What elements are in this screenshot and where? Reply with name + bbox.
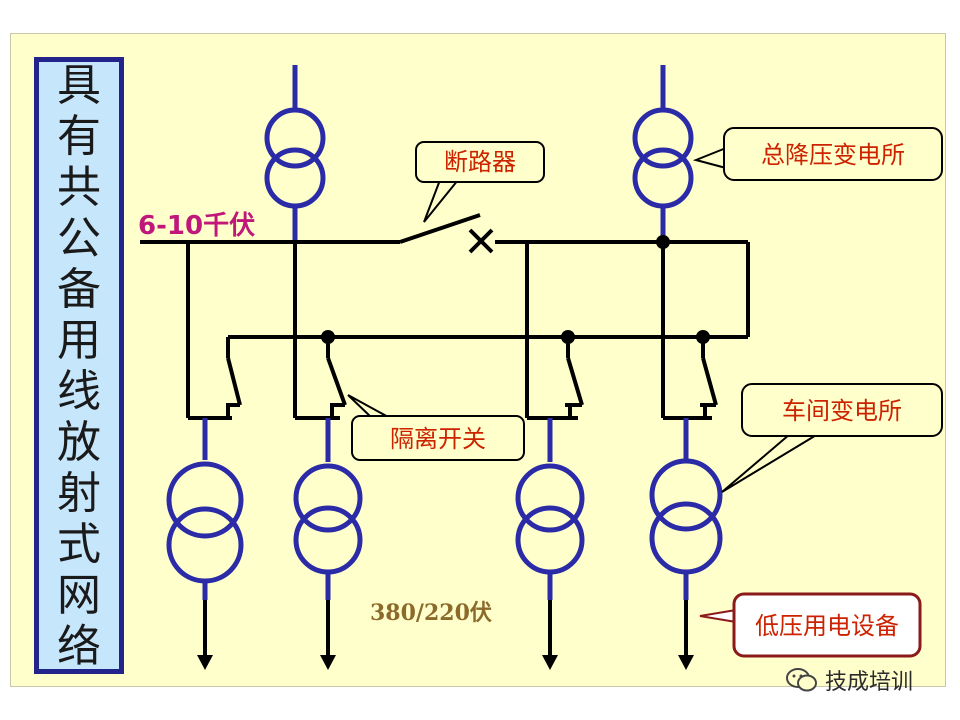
title-char: 有	[57, 110, 101, 162]
workshop-transformer-3	[515, 418, 585, 600]
title-char: 射	[57, 467, 101, 519]
watermark: 技成培训	[785, 664, 913, 696]
incoming-feeder-left	[264, 65, 326, 242]
incoming-feeder-right	[632, 65, 694, 242]
workshop-transformer-1	[166, 418, 244, 600]
branch-2	[293, 242, 347, 420]
title-char: 公	[57, 212, 101, 264]
callout-main-substation: 总降压变电所	[692, 127, 943, 181]
title-char: 线	[57, 365, 101, 417]
title-char: 备	[57, 263, 101, 315]
title-char: 式	[57, 518, 101, 570]
workshop-transformer-4	[649, 418, 723, 600]
branch-4	[661, 242, 718, 420]
bus-voltage-label: 6-10千伏	[138, 211, 255, 241]
lv-output-arrows	[197, 600, 694, 670]
title-char: 放	[57, 416, 101, 468]
callout-breaker: 断路器	[415, 141, 545, 223]
branch-1	[186, 242, 242, 420]
breaker-symbol	[468, 228, 494, 254]
title-char: 具	[57, 59, 101, 111]
title-char: 共	[57, 161, 101, 213]
upper-busbar	[140, 213, 750, 337]
watermark-text: 技成培训	[825, 670, 914, 695]
workshop-transformer-2	[293, 418, 363, 600]
breaker-label: 断路器	[444, 148, 516, 176]
vertical-title-box: 具有共公备用线放射式网络	[34, 57, 124, 674]
branch-3	[525, 242, 584, 420]
title-char: 网	[57, 569, 101, 621]
title-char: 络	[57, 620, 101, 672]
callout-workshop-substation: 车间变电所	[721, 383, 943, 493]
main-substation-label: 总降压变电所	[761, 141, 905, 169]
workshop-substation-label: 车间变电所	[782, 397, 902, 425]
wechat-icon	[786, 668, 817, 692]
lv-equipment-label: 低压用电设备	[755, 612, 899, 640]
isolator-label: 隔离开关	[390, 425, 486, 453]
callout-isolator: 隔离开关	[347, 394, 525, 461]
low-voltage-label: 380/220伏	[370, 600, 492, 626]
title-char: 用	[57, 314, 101, 366]
callout-lv-equipment: 低压用电设备	[699, 592, 922, 658]
